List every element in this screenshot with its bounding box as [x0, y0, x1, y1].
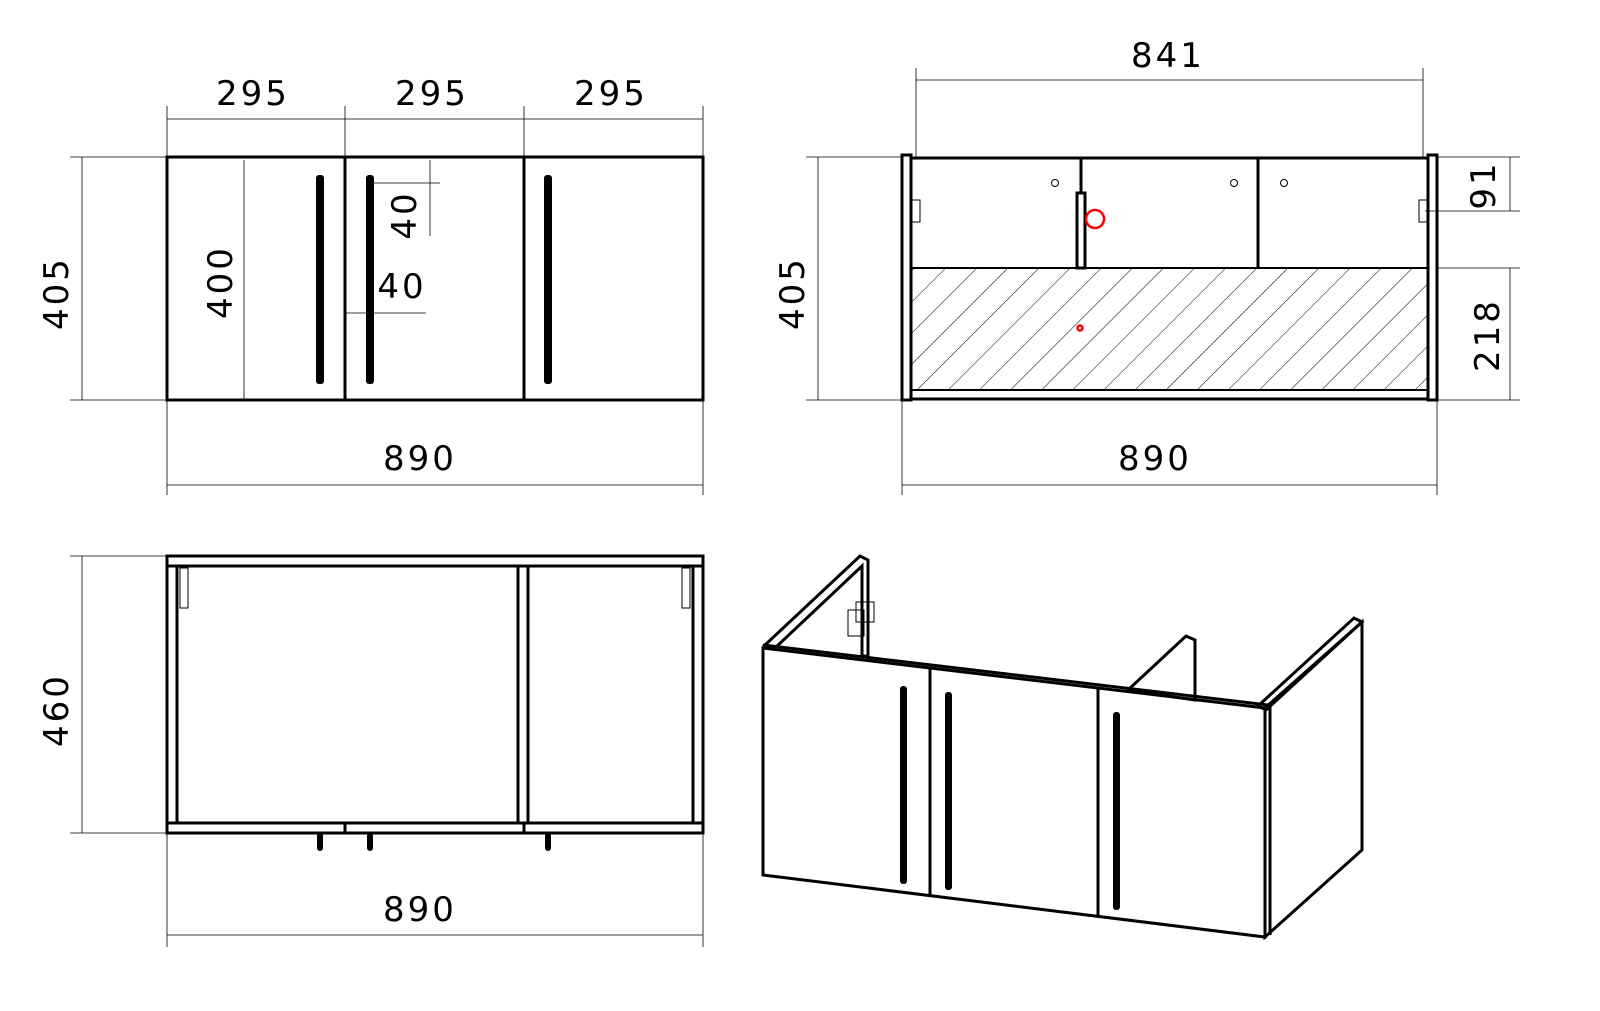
- dim-handle-top-offset: 40: [385, 190, 425, 239]
- dim-width: 890: [383, 439, 457, 479]
- dim-door-width-1: 295: [216, 74, 290, 114]
- isometric-view: [761, 554, 1365, 941]
- dim-shelf-height: 218: [1468, 298, 1508, 372]
- front-view: 295 295 295 405 400 40 40 890: [37, 74, 705, 495]
- dim-height: 405: [37, 256, 77, 330]
- dim-width: 890: [383, 890, 457, 930]
- dim-width: 890: [1118, 439, 1192, 479]
- center-marker: [1076, 324, 1084, 332]
- handle: [900, 686, 907, 884]
- dim-depth: 460: [37, 673, 77, 747]
- drain-hole-marker: [1084, 208, 1106, 230]
- handle: [366, 175, 374, 384]
- dim-handle-side-offset: 40: [377, 267, 426, 307]
- handle: [316, 175, 324, 384]
- dim-door-width-2: 295: [395, 74, 469, 114]
- dim-mount-offset: 91: [1464, 160, 1504, 209]
- dim-inner-width: 841: [1131, 36, 1205, 76]
- handle: [945, 692, 952, 890]
- handle: [1113, 712, 1120, 910]
- dim-door-width-3: 295: [574, 74, 648, 114]
- handle: [544, 175, 552, 384]
- top-view: 460 890: [37, 554, 705, 947]
- dim-height: 405: [773, 256, 813, 330]
- dim-door-height: 400: [201, 245, 241, 319]
- back-view: 841 91 218 405 890: [773, 36, 1520, 495]
